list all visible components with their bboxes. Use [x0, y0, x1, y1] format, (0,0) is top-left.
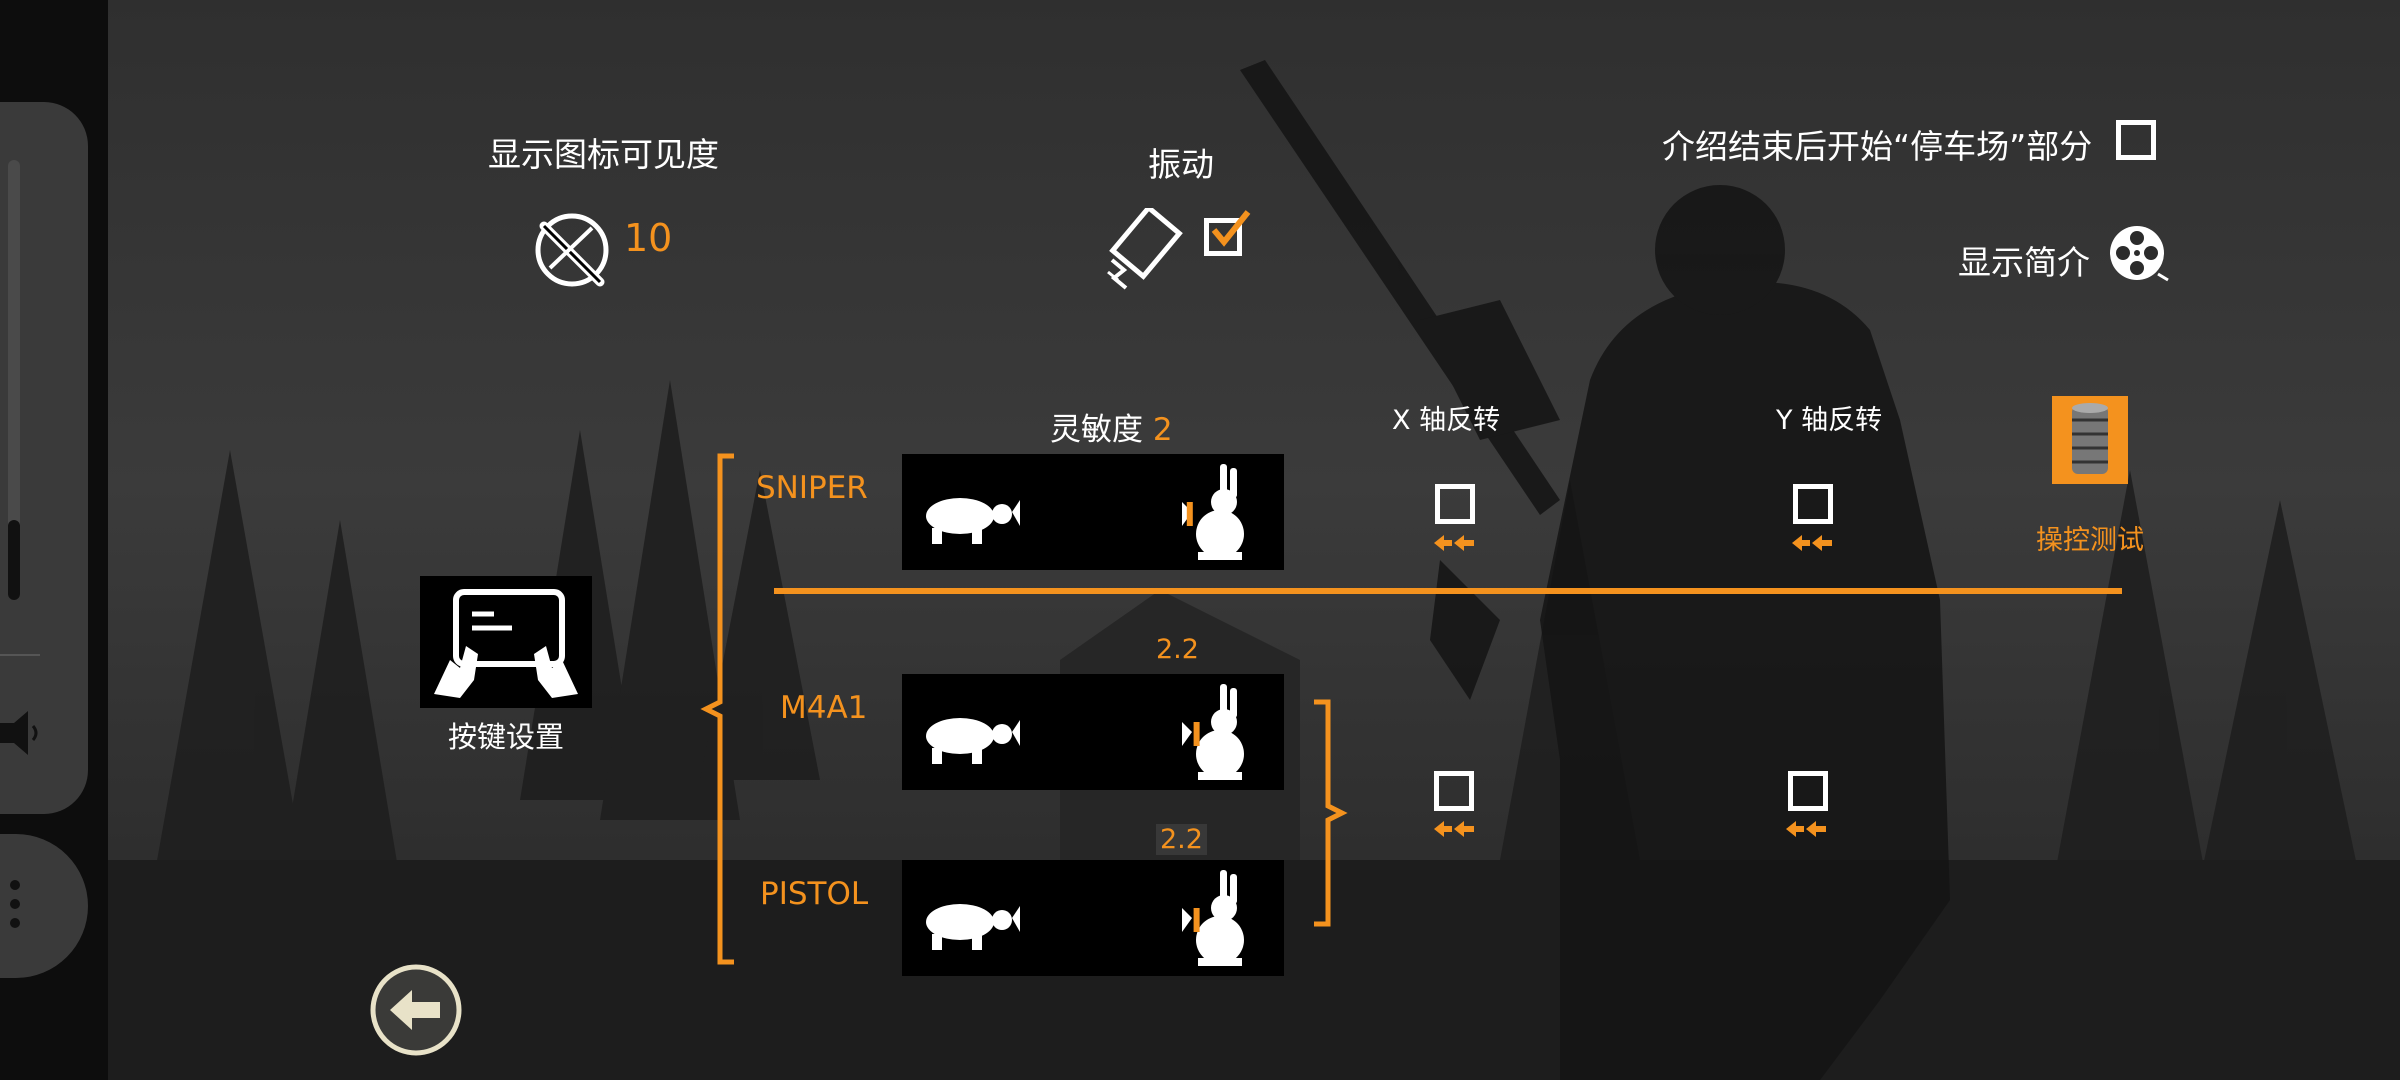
- checkmark-icon: [1211, 210, 1251, 247]
- sensitivity-header-text: 灵敏度: [1050, 412, 1143, 448]
- weapon-value-m4a1: 2.2: [1156, 634, 1199, 665]
- turtle-icon: [926, 904, 1020, 950]
- sensitivity-level-marker[interactable]: [1193, 722, 1200, 746]
- key-settings-label: 按键设置: [448, 720, 565, 754]
- parking-start-checkbox[interactable]: [2116, 120, 2156, 160]
- barrel-icon[interactable]: [2052, 396, 2128, 484]
- m4a1-pistol-bracket: [1314, 699, 1348, 927]
- y-invert-checkbox-sniper[interactable]: [1793, 484, 1833, 524]
- speaker-icon[interactable]: [0, 708, 40, 758]
- x-invert-arrows-icon-group: [1434, 821, 1474, 837]
- parking-start-label: 介绍结束后开始“停车场”部分: [1662, 127, 2093, 166]
- back-arrow-icon[interactable]: [368, 962, 464, 1058]
- turtle-icon: [926, 498, 1020, 544]
- slider-graphic: [926, 684, 1244, 780]
- hands-tablet-icon: [434, 589, 578, 698]
- sensitivity-level-marker[interactable]: [1193, 908, 1200, 932]
- rabbit-icon: [1182, 684, 1244, 780]
- weapon-name-pistol: PISTOL: [760, 876, 869, 912]
- x-invert-checkbox-sniper[interactable]: [1435, 484, 1475, 524]
- rabbit-icon: [1182, 870, 1244, 966]
- turtle-icon: [926, 718, 1020, 764]
- weapon-name-sniper: SNIPER: [756, 470, 868, 506]
- icon-visibility-label: 显示图标可见度: [488, 135, 719, 174]
- sensitivity-slider-sniper[interactable]: [902, 454, 1284, 570]
- sensitivity-slider-pistol[interactable]: [902, 860, 1284, 976]
- vibration-label: 振动: [1148, 145, 1214, 184]
- x-invert-label: X 轴反转: [1392, 405, 1501, 436]
- section-divider: [774, 588, 2122, 594]
- film-reel-icon[interactable]: [2108, 224, 2170, 284]
- sensitivity-header-label: 灵敏度 2: [1050, 404, 1173, 449]
- sensitivity-level-marker[interactable]: [1186, 502, 1193, 526]
- rabbit-icon: [1182, 464, 1244, 560]
- weapon-value-pistol: 2.2: [1156, 824, 1207, 855]
- more-options-icon[interactable]: [8, 878, 22, 930]
- y-invert-arrows-icon-group: [1786, 821, 1826, 837]
- volume-divider: [0, 654, 40, 656]
- y-invert-arrows-icon-sniper: [1792, 535, 1832, 551]
- crossed-rifle-icon[interactable]: [530, 208, 614, 292]
- slider-graphic: [926, 870, 1244, 966]
- x-invert-arrows-icon-sniper: [1434, 535, 1474, 551]
- key-settings-button[interactable]: [420, 576, 592, 708]
- vibrating-phone-icon: [1107, 208, 1183, 290]
- y-invert-label: Y 轴反转: [1776, 405, 1883, 436]
- x-invert-checkbox-group[interactable]: [1434, 771, 1474, 811]
- y-invert-checkbox-group[interactable]: [1788, 771, 1828, 811]
- volume-slider[interactable]: [8, 160, 20, 600]
- sensitivity-header-value: 2: [1152, 412, 1173, 448]
- weapon-group-bracket: [700, 453, 734, 965]
- vibration-checkbox[interactable]: [1204, 218, 1242, 256]
- icon-visibility-value[interactable]: 10: [624, 216, 673, 260]
- sensitivity-slider-m4a1[interactable]: [902, 674, 1284, 790]
- show-intro-label: 显示简介: [1958, 243, 2090, 282]
- weapon-name-m4a1: M4A1: [780, 690, 868, 726]
- control-test-label[interactable]: 操控测试: [2036, 525, 2144, 556]
- slider-graphic: [926, 464, 1244, 560]
